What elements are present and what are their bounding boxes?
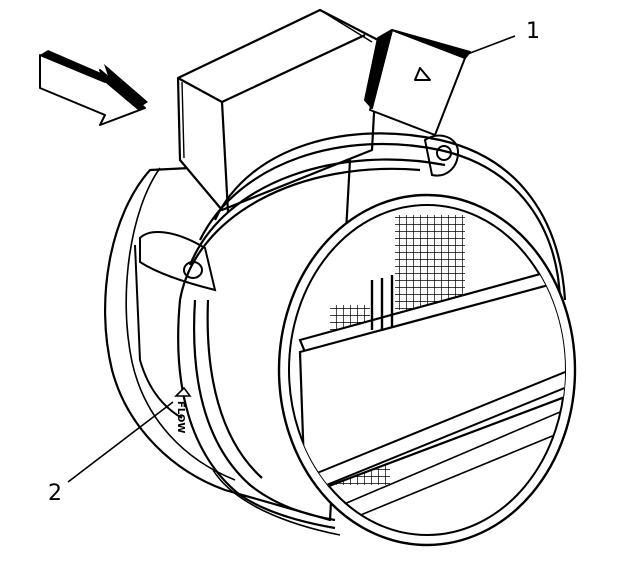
flow-label: FLOW	[175, 401, 186, 433]
flow-arrow-icon	[174, 386, 192, 397]
inlet-bore	[277, 193, 577, 547]
sensor-screen-upper	[395, 215, 465, 310]
callout-1-leader	[464, 35, 516, 56]
callout-2-number: 2	[48, 481, 62, 506]
callout-2-leader	[67, 401, 174, 483]
callout-1-number: 1	[526, 19, 540, 44]
electrical-connector-housing	[176, 8, 380, 213]
tag-symbol-icon	[414, 67, 431, 81]
sensor-tag-label	[364, 29, 471, 136]
flow-marking: FLOW	[174, 386, 192, 433]
sensor-element-posts	[370, 275, 394, 330]
airflow-direction-arrow	[39, 50, 148, 126]
sensor-body-ring	[177, 132, 567, 536]
callout-1: 1	[464, 19, 540, 56]
mounting-boss-right	[423, 134, 460, 177]
callout-2: 2	[48, 401, 174, 506]
